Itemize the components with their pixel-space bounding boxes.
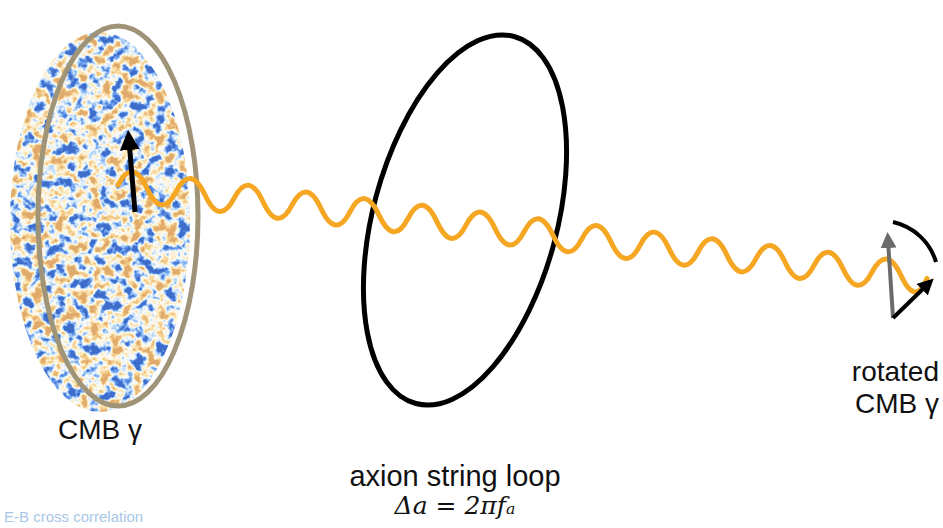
cmb-label: CMB γ — [58, 414, 198, 446]
rotated-polarization-arrow — [893, 284, 928, 318]
rotated-label: rotated CMB γ — [799, 356, 939, 420]
photon-wave — [118, 172, 927, 292]
cmb-map — [5, 25, 205, 425]
string-loop — [327, 13, 603, 428]
cmb-noise — [5, 25, 205, 425]
cmb-outline — [38, 26, 198, 406]
polarization-arrow — [129, 140, 135, 212]
rotation-arc — [893, 222, 936, 262]
loop-label: axion string loop — [300, 460, 610, 493]
initial-polarization-arrow — [888, 240, 893, 318]
phase-equation: Δa = 2πfₐ — [360, 492, 550, 521]
faded-caption: E-B cross correlation — [4, 508, 224, 525]
